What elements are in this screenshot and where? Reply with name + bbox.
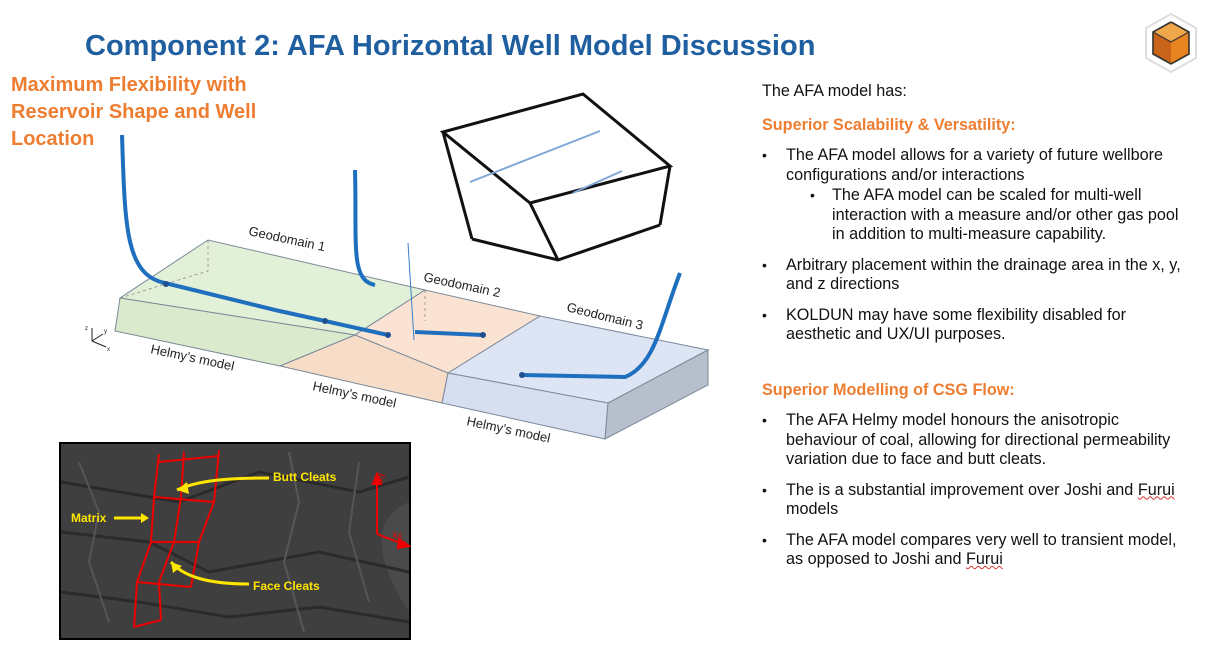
geodomain-diagram: Geodomain 1 Geodomain 2 Geodomain 3 Helm…	[85, 92, 710, 446]
ky-label: ky	[375, 473, 385, 483]
well-3	[521, 272, 682, 380]
well-1	[120, 134, 276, 312]
axis-label-z: z	[85, 326, 88, 332]
list-item: The AFA model allows for a variety of fu…	[762, 146, 1182, 185]
intro-text: The AFA model has:	[762, 82, 907, 100]
slide-subtitle: Maximum Flexibility with Reservoir Shape…	[11, 74, 257, 150]
cube-logo-icon	[1145, 12, 1197, 74]
axis-label-x: x	[107, 347, 110, 353]
section1-heading: Superior Scalability & Versatility:	[762, 115, 1016, 134]
wireframe-box	[439, 92, 674, 262]
section2-heading: Superior Modelling of CSG Flow:	[762, 380, 1015, 399]
section2-list: The AFA Helmy model honours the anisotro…	[762, 411, 1182, 570]
permeability-axes	[371, 471, 411, 550]
sub-list-item: The AFA model can be scaled for multi-we…	[762, 186, 1182, 245]
slide-title: Component 2: AFA Horizontal Well Model D…	[85, 30, 816, 62]
coal-cleats-photo: ky kx Butt Cleats Matrix Face Cleats	[59, 442, 411, 640]
section1-list: The AFA model allows for a variety of fu…	[762, 146, 1182, 345]
face-cleats-label: Face Cleats	[253, 579, 320, 593]
cleat-lines	[133, 449, 220, 628]
geodomain-label-1: Geodomain 1	[247, 223, 326, 254]
well-2	[353, 169, 376, 287]
list-item: The AFA model compares very well to tran…	[762, 531, 1182, 570]
list-item: The is a substantial improvement over Jo…	[762, 481, 1182, 520]
axis-label-y: y	[104, 329, 107, 335]
list-item: Arbitrary placement within the drainage …	[762, 256, 1182, 295]
well-1b	[274, 308, 326, 323]
right-text-panel: The AFA model has: Superior Scalability …	[762, 82, 1182, 570]
list-item: KOLDUN may have some flexibility disable…	[762, 306, 1182, 345]
kx-label: kx	[393, 530, 403, 540]
butt-cleats-label: Butt Cleats	[273, 470, 337, 484]
matrix-label: Matrix	[71, 511, 107, 525]
axes-icon	[91, 328, 107, 348]
list-item: The AFA Helmy model honours the anisotro…	[762, 411, 1182, 470]
